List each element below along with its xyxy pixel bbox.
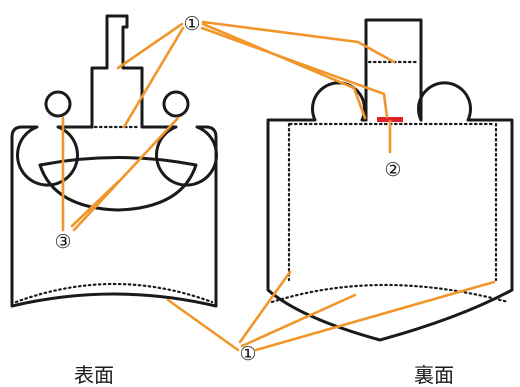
marker-2: ② [384, 159, 401, 181]
caption-back: 裏面 [414, 363, 454, 387]
marker-3: ③ [54, 231, 71, 253]
marker-1-bottom: ① [239, 343, 256, 365]
leader-1-bottom-d [254, 280, 496, 352]
caption-front: 表面 [74, 363, 114, 387]
front-bag-body [10, 125, 218, 308]
leader-1-bottom-c [240, 293, 357, 348]
leader-1-top-c [201, 20, 396, 64]
leader-3-c [72, 116, 180, 232]
back-bag-body [266, 81, 514, 342]
front-right-loop-hole [162, 90, 190, 118]
leader-1-bottom-a [166, 298, 240, 352]
back-bottom-stitch [270, 283, 510, 304]
leader-1-top-e [200, 26, 389, 119]
front-spout [90, 14, 144, 129]
marker-1-top: ① [183, 13, 200, 35]
leader-1-bottom-b [238, 270, 292, 344]
leader-1-top-a [116, 22, 184, 70]
front-bottom-stitch [14, 282, 214, 304]
back-red-mark [377, 117, 403, 122]
front-window [38, 156, 198, 212]
front-left-loop-hole [44, 90, 72, 118]
back-spout [364, 18, 423, 122]
leader-lines [61, 20, 496, 352]
leader-1-top-b [122, 26, 185, 129]
front-bag [10, 14, 218, 308]
